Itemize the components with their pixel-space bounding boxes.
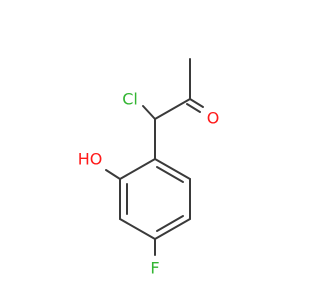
ring-bond-4 — [119, 218, 156, 240]
ring-bond-6 — [119, 158, 156, 180]
ring-bond-1 — [154, 158, 191, 180]
chlorine-label: Cl — [122, 90, 138, 109]
ring-inner-bond-2 — [156, 215, 184, 232]
bond-cl-ch — [142, 105, 156, 120]
bond-ring-hydroxyl — [105, 169, 121, 180]
bond-group — [105, 58, 204, 256]
ring-bond-3 — [154, 218, 191, 240]
fluorine-label: F — [150, 259, 159, 278]
carbonyl-oxygen-label: O — [207, 109, 220, 128]
atom-label-group: Cl O HO F — [78, 90, 220, 278]
bond-ch-carbonyl — [154, 98, 191, 120]
ring-inner-bond-1 — [156, 166, 184, 183]
hydroxyl-label: HO — [78, 150, 103, 169]
bond-carbonyl-oxygen-2 — [186, 103, 201, 113]
bond-carbonyl-oxygen-1 — [189, 98, 204, 108]
molecule-structure: Cl O HO F — [78, 58, 220, 278]
